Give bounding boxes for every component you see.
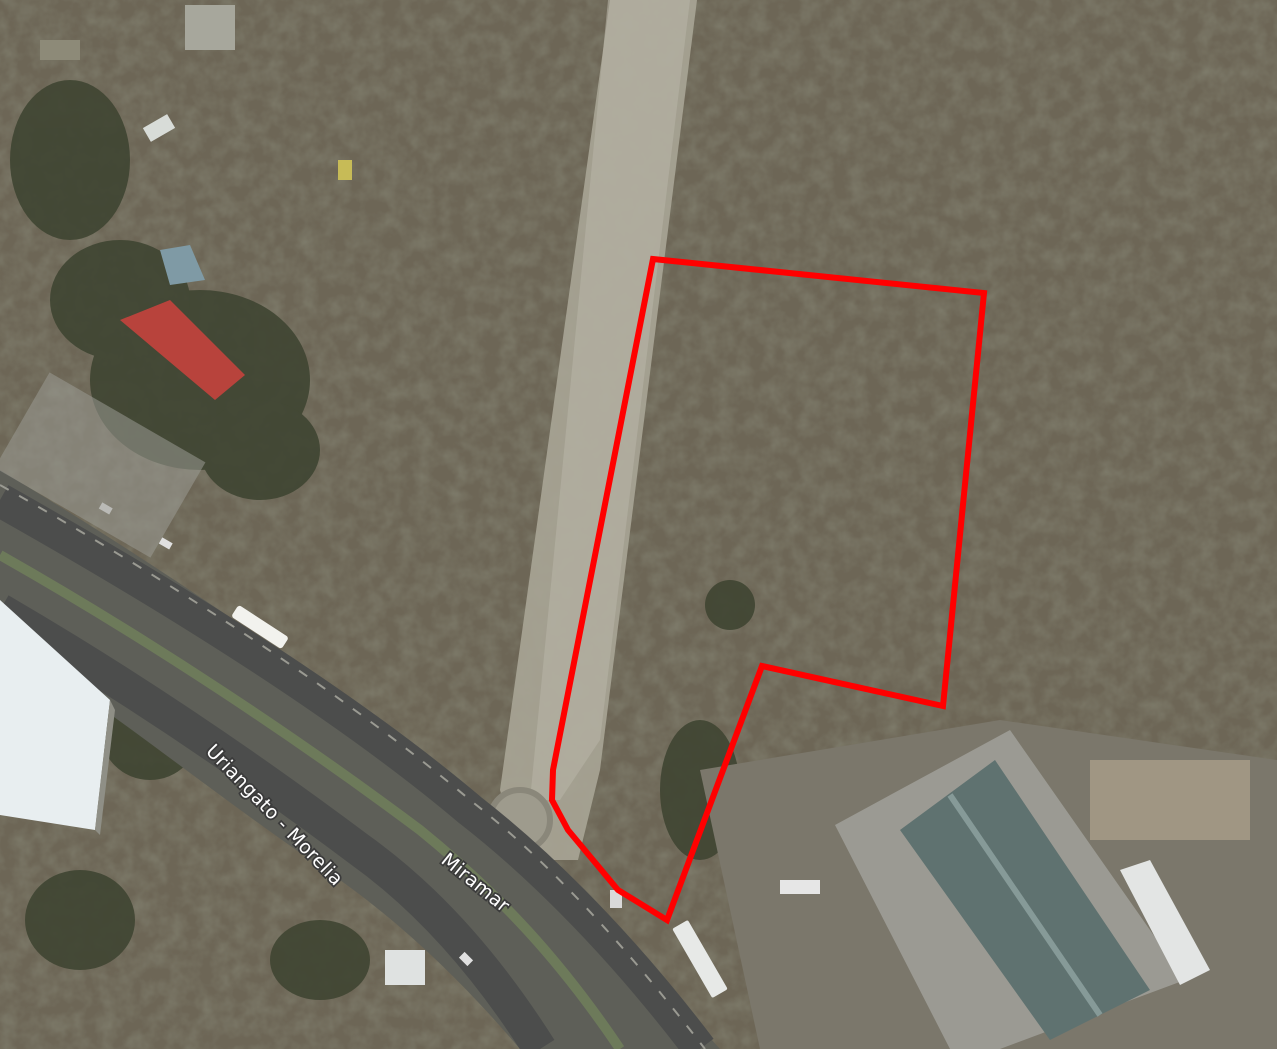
warehouse-shadow (95, 700, 115, 835)
bright-patch (1090, 760, 1250, 840)
greenhouse-ridge (947, 793, 1103, 1017)
highway-lanes-north (0, 485, 714, 1049)
dirt-road-center (530, 0, 690, 800)
white-shed (385, 950, 425, 985)
highway-lanes-south (0, 595, 555, 1049)
side-building (1120, 860, 1210, 985)
highway-lane-line (0, 484, 706, 1049)
highway-median (0, 550, 625, 1049)
top-left-structures (0, 5, 352, 558)
white-warehouse (0, 600, 110, 830)
parked-truck (780, 880, 820, 894)
red-roof-house (120, 300, 245, 400)
property-boundary-outline (548, 255, 988, 925)
house-roof-2 (160, 245, 205, 285)
